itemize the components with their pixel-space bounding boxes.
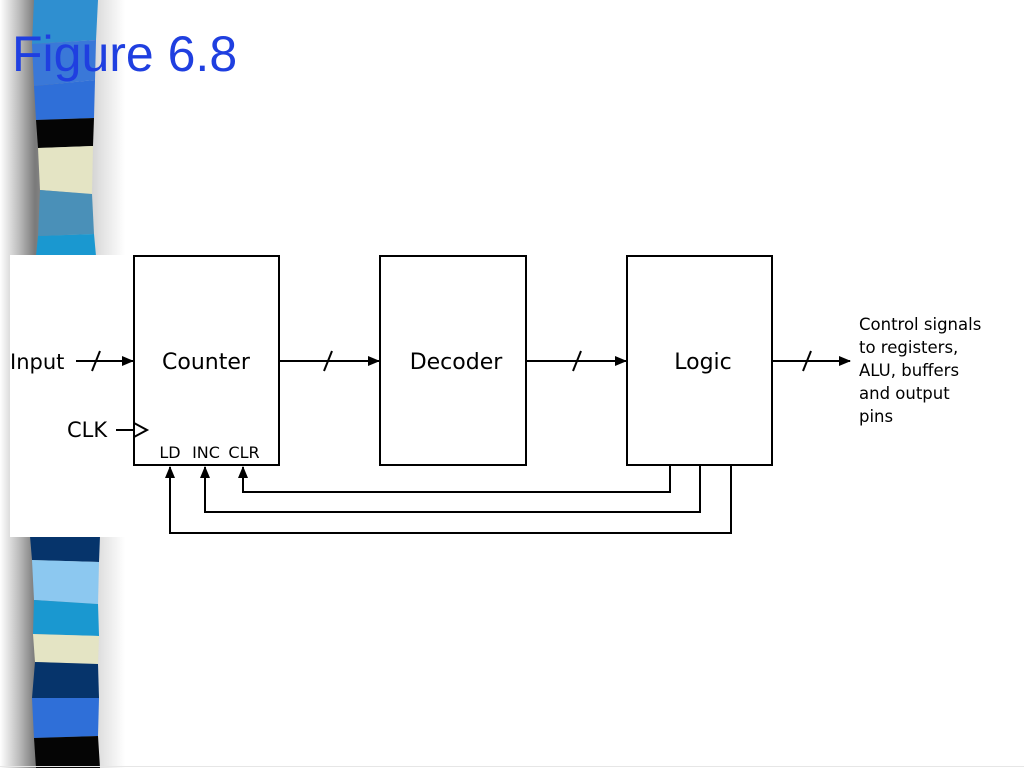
decoder-label: Decoder [410, 350, 504, 375]
counter-to-decoder-slash [323, 350, 333, 372]
counter-label: Counter [162, 350, 251, 375]
feedback-inc-line [200, 465, 701, 513]
input-label: Input [10, 350, 64, 374]
counter-port-ld: LD [159, 443, 180, 462]
logic-output-slash [802, 350, 812, 372]
decoder-block [379, 255, 527, 466]
feedback-clr-line [238, 465, 671, 493]
logic-label: Logic [674, 350, 732, 375]
feedback-ld-line [165, 465, 732, 534]
slide-title: Figure 6.8 [12, 26, 238, 82]
output-label: Control signals to registers, ALU, buffe… [859, 315, 987, 426]
footer-divider [0, 766, 1024, 767]
logic-block [626, 255, 773, 466]
input-bus-slash [91, 350, 101, 372]
output-label-line: and output [859, 384, 950, 403]
output-label-line: to registers, [859, 338, 958, 357]
output-label-line: pins [859, 407, 893, 426]
counter-port-inc: INC [192, 443, 220, 462]
output-label-line: Control signals [859, 315, 981, 334]
decoder-to-logic-slash [572, 350, 582, 372]
counter-block [133, 255, 280, 466]
clk-edge-marker [133, 422, 150, 438]
clk-label: CLK [67, 418, 108, 442]
counter-port-clr: CLR [228, 443, 259, 462]
output-label-line: ALU, buffers [859, 361, 959, 380]
